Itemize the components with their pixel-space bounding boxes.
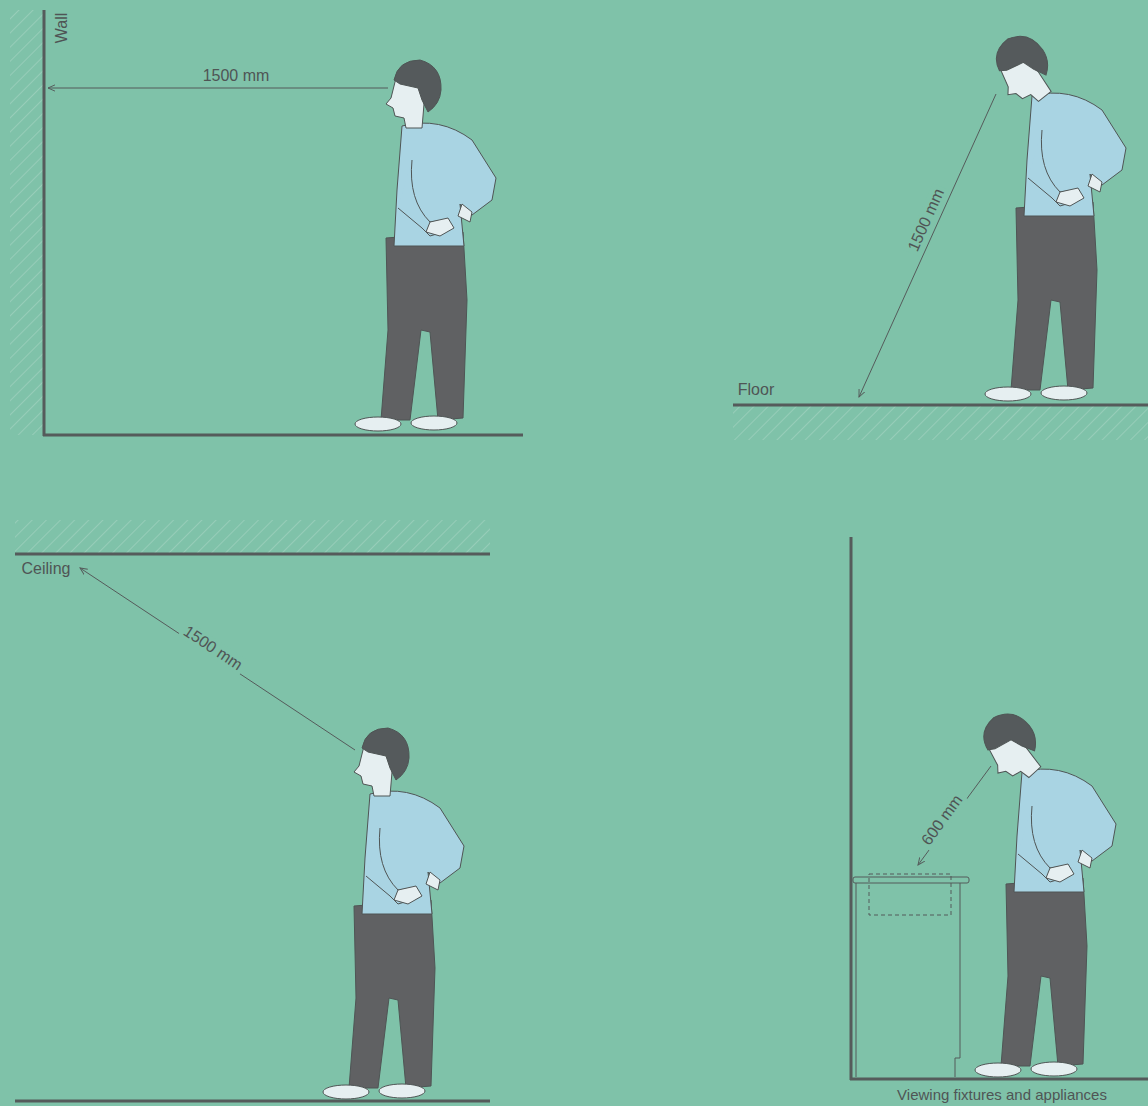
shoe — [985, 387, 1031, 401]
hand — [1056, 174, 1102, 206]
floor-line — [733, 404, 1148, 407]
head — [354, 728, 409, 796]
hair — [394, 60, 441, 112]
caption-text: Viewing fixtures and appliances — [894, 1087, 1110, 1104]
surface-label: Ceiling — [19, 560, 74, 578]
trousers — [1001, 878, 1087, 1066]
shoe — [1031, 1062, 1077, 1076]
wall-hatch — [10, 10, 44, 435]
head — [981, 26, 1066, 113]
countertop — [853, 877, 969, 883]
hair — [987, 26, 1056, 96]
trousers — [1011, 202, 1097, 390]
dimension-label: 1500 mm — [178, 621, 248, 676]
basin — [869, 874, 951, 915]
floor-hatch — [733, 405, 1148, 440]
dimension-line — [80, 568, 355, 750]
hand — [394, 872, 440, 904]
floor-line — [15, 1100, 490, 1103]
ceiling-hatch — [15, 520, 490, 553]
shirt — [362, 791, 464, 914]
person-figure — [323, 728, 464, 1099]
person-figure — [981, 26, 1126, 401]
shoe — [323, 1085, 369, 1099]
dimension-label: 600 mm — [916, 789, 968, 851]
head — [969, 704, 1055, 791]
shirt — [394, 123, 496, 246]
trousers — [349, 900, 435, 1088]
shoe — [411, 416, 457, 430]
dimension-label: 1500 mm — [200, 67, 273, 85]
shoe — [355, 417, 401, 431]
shoe — [975, 1063, 1021, 1077]
floor-line — [850, 1078, 1148, 1081]
wall-line — [850, 537, 853, 1080]
trousers — [381, 232, 467, 420]
shoe — [1041, 386, 1087, 400]
hand — [1046, 850, 1092, 882]
ceiling-line — [15, 553, 490, 556]
hair — [974, 704, 1044, 774]
dimension-label: 1500 mm — [903, 183, 949, 257]
surface-label: Floor — [735, 381, 777, 399]
hair — [362, 728, 409, 780]
people — [323, 26, 1126, 1099]
head — [386, 60, 441, 128]
shirt — [1014, 769, 1116, 892]
floor-line — [43, 434, 523, 437]
hand — [426, 204, 472, 236]
cabinet — [856, 883, 960, 1077]
person-figure — [969, 704, 1116, 1077]
surface-label: Wall — [53, 10, 71, 47]
dimension-line — [48, 88, 388, 89]
shirt — [1024, 93, 1126, 216]
shoe — [379, 1084, 425, 1098]
dimension-line — [859, 94, 996, 397]
person-figure — [355, 60, 496, 431]
wall-line — [43, 10, 46, 436]
